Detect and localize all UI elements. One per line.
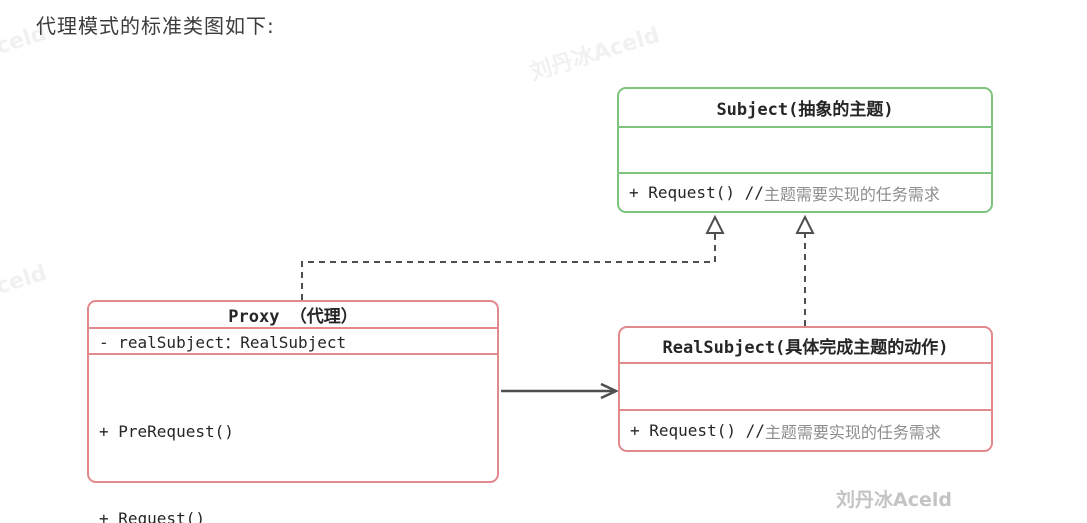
class-attribute-proxy: - realSubject：RealSubject — [89, 327, 497, 353]
page-title: 代理模式的标准类图如下: — [36, 14, 275, 38]
open-arrowhead-icon — [600, 382, 619, 400]
class-title-subject: Subject(抽象的主题) — [716, 100, 894, 120]
class-box-subject: Subject(抽象的主题) + Request() //主题需要实现的任务需求 — [617, 87, 993, 213]
hollow-triangle-arrowhead-icon — [705, 214, 725, 234]
watermark-faint-top: 刘丹冰Aceld — [527, 22, 663, 86]
method-code: + Request() // — [630, 421, 765, 440]
method-line: + PreRequest() — [99, 422, 234, 441]
class-methods-subject: + Request() //主题需要实现的任务需求 — [619, 172, 991, 211]
method-comment: 主题需要实现的任务需求 — [763, 184, 940, 204]
method-code: + Request() // — [629, 183, 764, 202]
class-title-proxy: Proxy （代理） — [228, 307, 358, 327]
method-line: + Request() — [99, 509, 205, 523]
class-box-realsubject: RealSubject(具体完成主题的动作) + Request() //主题需… — [618, 326, 993, 452]
class-attributes-realsubject — [620, 362, 991, 409]
association-arrow-proxy-to-realsubject — [501, 382, 619, 400]
hollow-triangle-arrowhead-icon — [795, 214, 815, 234]
method-comment: 主题需要实现的任务需求 — [764, 422, 941, 442]
realization-arrow-proxy-to-subject — [301, 214, 725, 300]
watermark-faint-topleft: 刘丹冰Aceld — [0, 20, 50, 84]
class-box-proxy: Proxy （代理） - realSubject：RealSubject + P… — [87, 300, 499, 523]
watermark-faint-left: 刘丹冰Aceld — [0, 260, 50, 324]
class-methods-realsubject: + Request() //主题需要实现的任务需求 — [620, 409, 991, 450]
realization-arrow-realsubject-to-subject — [795, 214, 815, 326]
class-attributes-subject — [619, 126, 991, 172]
watermark-author: 刘丹冰Aceld — [836, 489, 952, 511]
class-title-realsubject: RealSubject(具体完成主题的动作) — [662, 337, 949, 358]
class-methods-proxy: + PreRequest() + Request() + PostRequest… — [89, 353, 497, 523]
